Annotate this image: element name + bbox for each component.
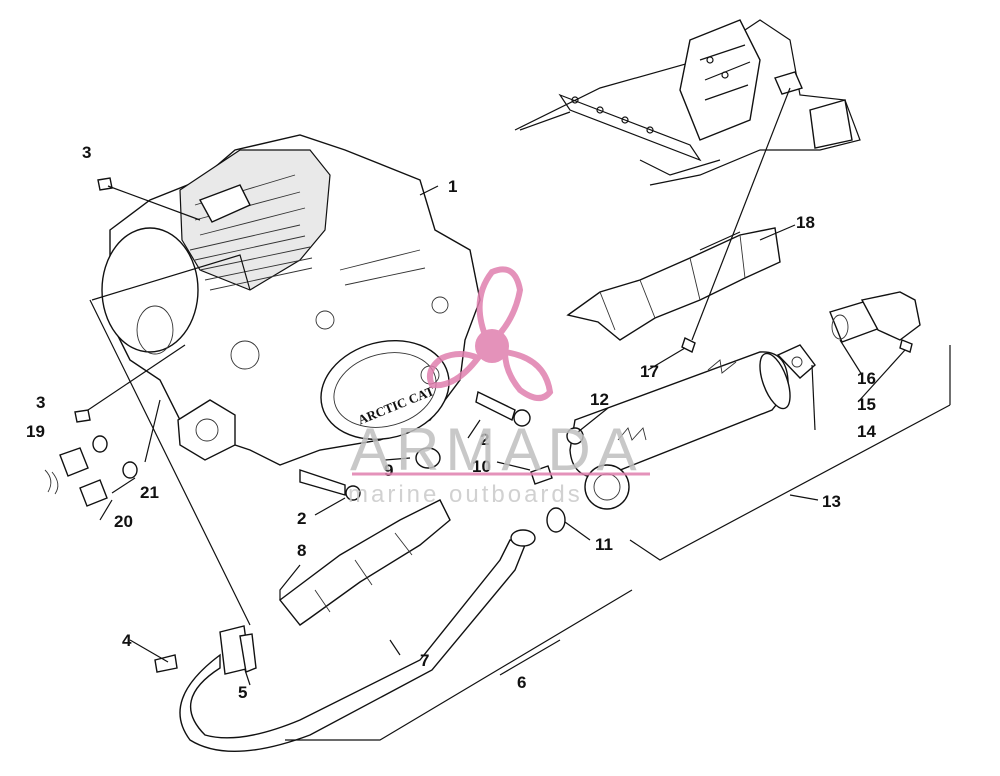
callout-9: 9	[384, 461, 393, 480]
leader-lines	[87, 87, 951, 741]
watermark-brand: ARMADA	[350, 416, 643, 483]
part-19-sensor	[59, 447, 89, 477]
frame-assembly	[514, 19, 861, 186]
heat-shield-upper	[566, 227, 781, 341]
muffler	[569, 351, 791, 510]
callout-4: 4	[122, 631, 132, 650]
part-3-nut-top	[97, 177, 113, 191]
part-12-grommet	[566, 427, 584, 445]
callout-2-right: 2	[480, 430, 489, 449]
callout-3-left: 3	[36, 393, 45, 412]
callout-11: 11	[595, 535, 613, 554]
exhaust-pipe	[179, 529, 536, 752]
part-9-clamp	[415, 447, 441, 469]
exhaust-heat-shield	[279, 499, 451, 626]
propeller-logo-icon	[427, 266, 554, 401]
callout-1: 1	[448, 177, 457, 196]
callout-6: 6	[517, 673, 526, 692]
callout-15: 15	[857, 395, 876, 414]
watermark-tagline: marine outboards	[348, 481, 583, 508]
part-21-washer-b	[122, 461, 138, 479]
part-21-washer-a	[92, 435, 108, 453]
callout-2-left: 2	[297, 509, 306, 528]
watermark: ARMADA marine outboards	[348, 266, 650, 508]
callout-17: 17	[640, 362, 659, 381]
callout-16: 16	[857, 369, 876, 388]
part-11-gasket	[546, 507, 566, 533]
callout-20: 20	[114, 512, 133, 531]
part-3-nut-left	[74, 409, 91, 423]
part-20-sensor	[79, 479, 108, 507]
callout-7: 7	[420, 651, 429, 670]
callout-13: 13	[822, 492, 841, 511]
callout-21: 21	[140, 483, 159, 502]
part-2-stud-right	[475, 390, 516, 421]
callout-12: 12	[590, 390, 609, 409]
callout-18: 18	[796, 213, 815, 232]
part-17-screw	[681, 337, 696, 353]
callout-19: 19	[26, 422, 45, 441]
callout-3-top: 3	[82, 143, 91, 162]
callout-10: 10	[472, 457, 491, 476]
callout-5: 5	[238, 683, 247, 702]
callout-14: 14	[857, 422, 876, 441]
part-15-screw	[899, 339, 913, 353]
engine: ARCTIC CAT	[101, 134, 481, 466]
callout-labels: 1 2 2 3 3 4 5 6 7 8 9 10 11 12 13 14 15 …	[26, 143, 876, 702]
part-2-stud-left	[299, 469, 346, 496]
part-16-spark-arrestor	[829, 291, 921, 343]
callout-8: 8	[297, 541, 306, 560]
part-14-gasket	[776, 344, 816, 379]
part-4-bolt	[154, 654, 178, 673]
